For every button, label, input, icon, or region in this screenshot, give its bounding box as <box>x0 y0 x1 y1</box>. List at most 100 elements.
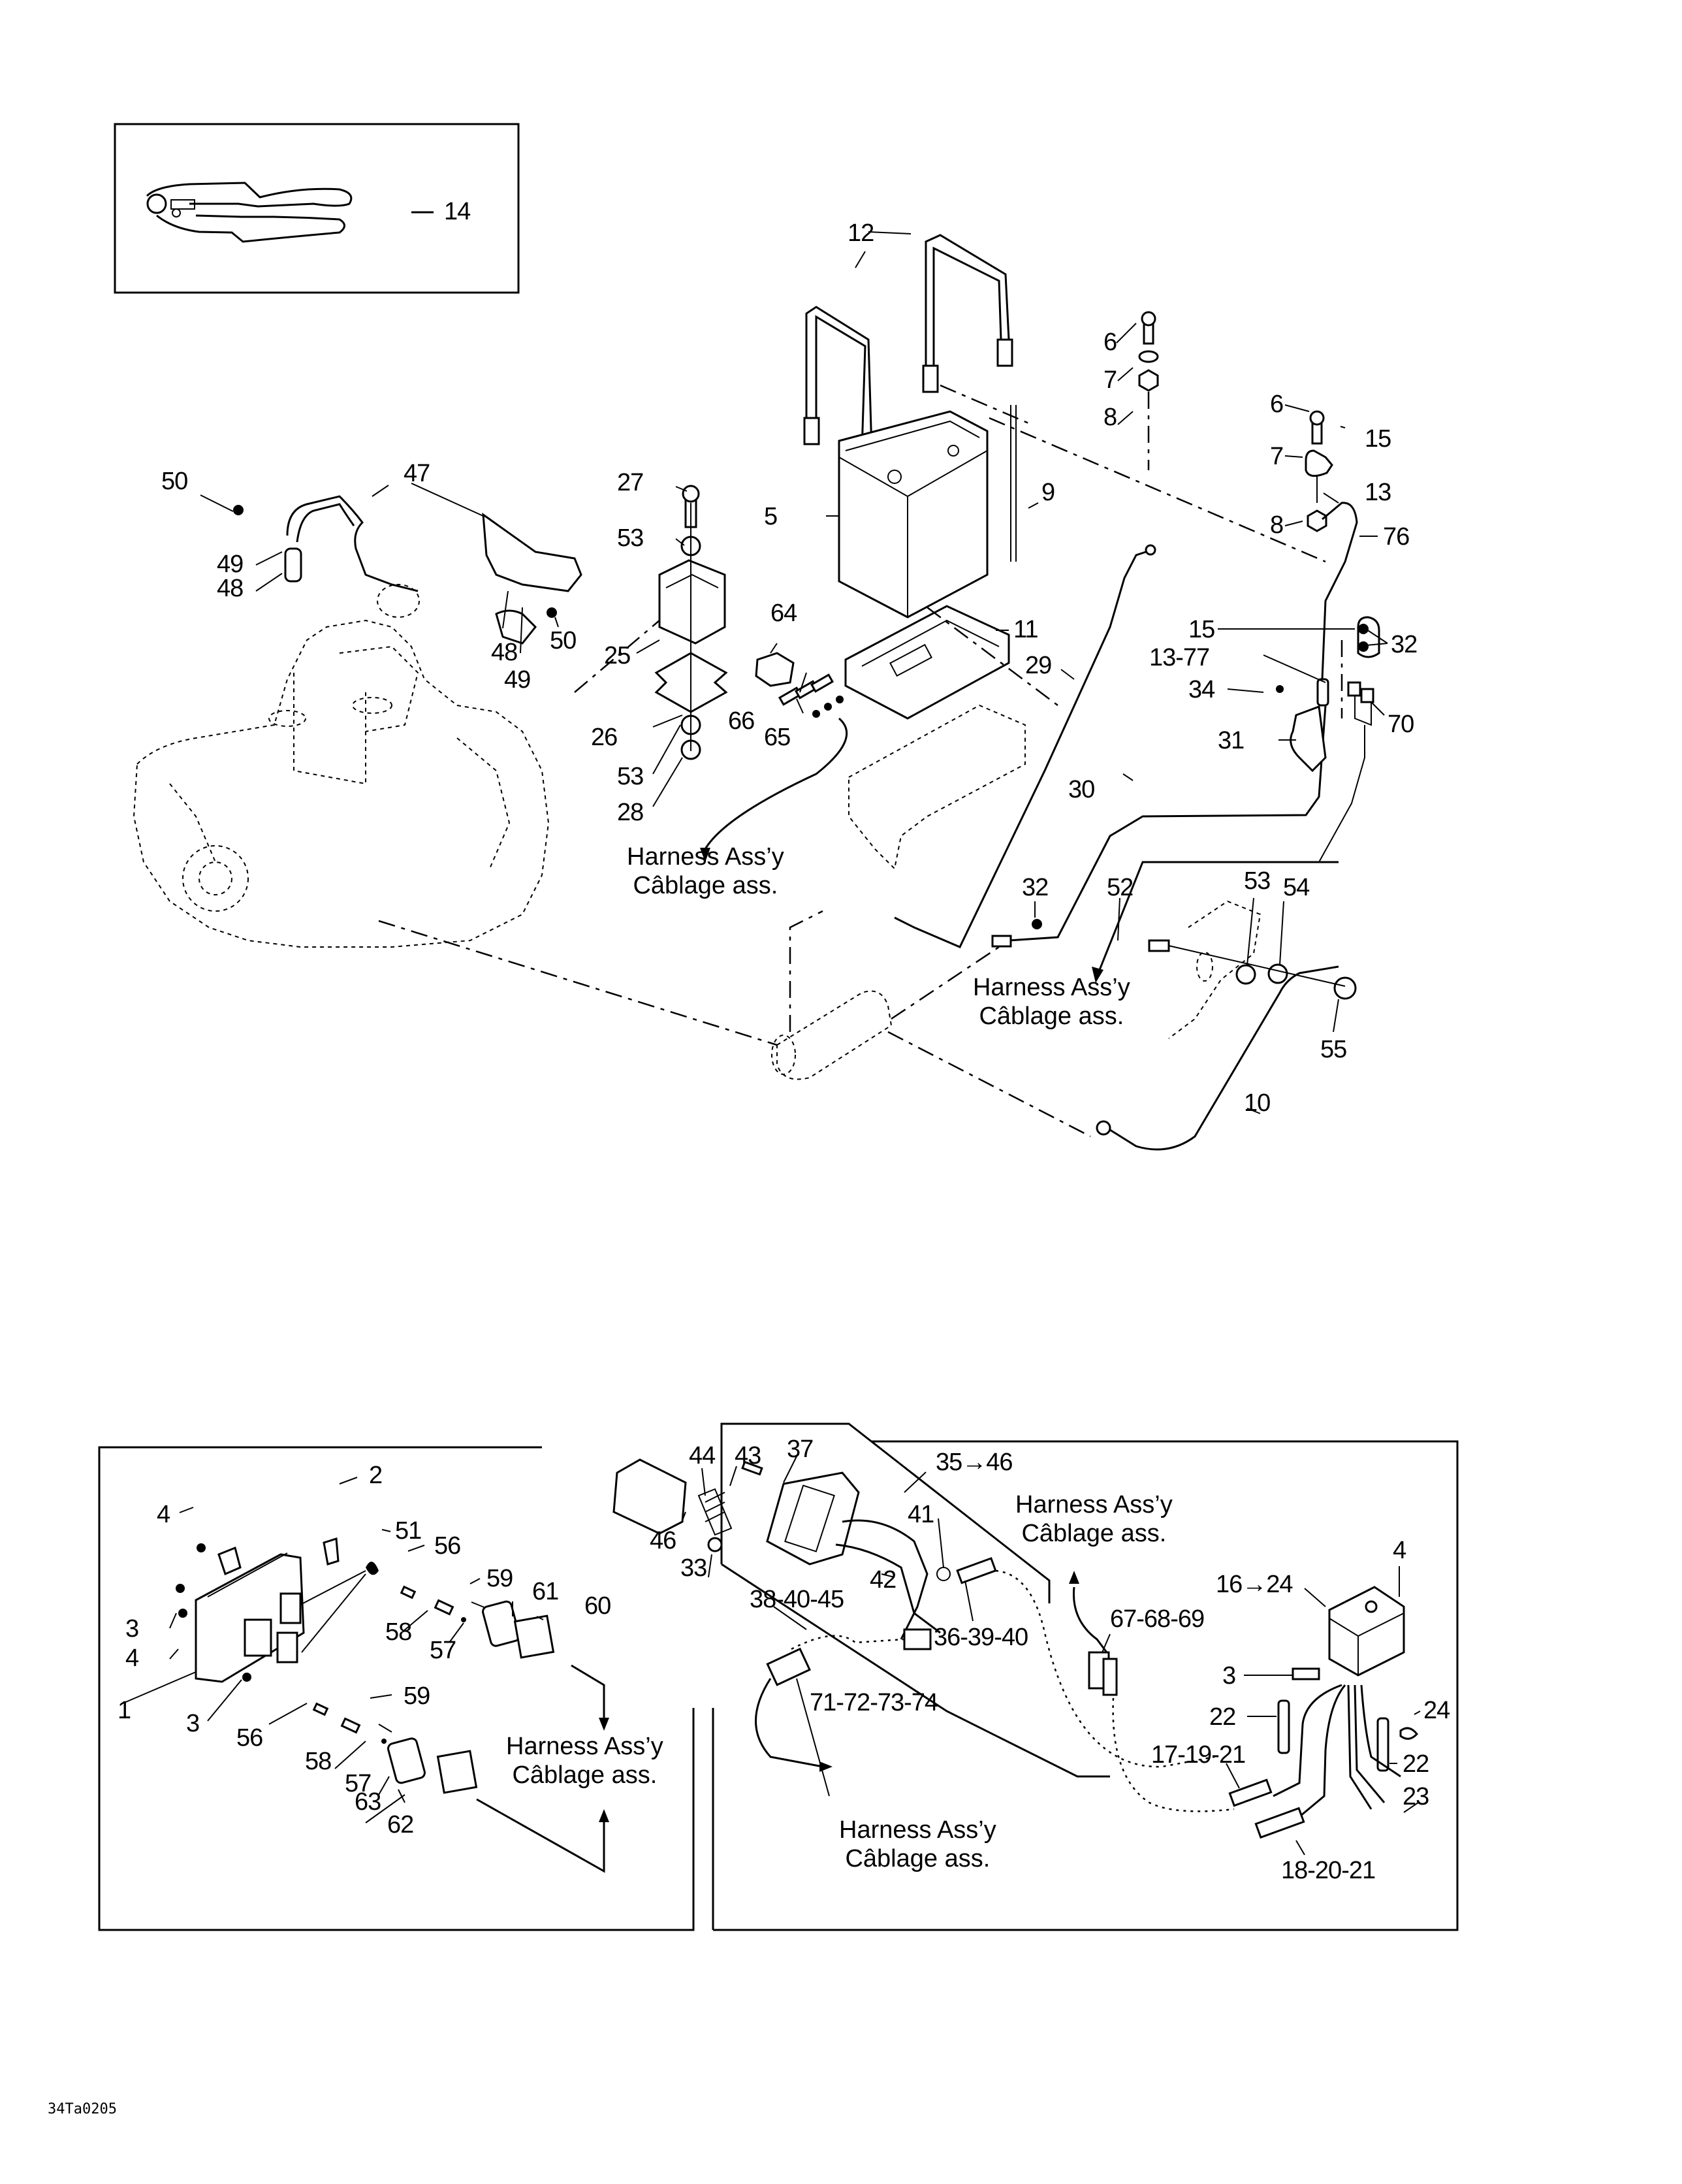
callout-37: 37 <box>787 1436 814 1463</box>
callout-44: 44 <box>689 1442 716 1469</box>
callout-57a: 57 <box>430 1637 456 1664</box>
callout-25: 25 <box>604 642 631 669</box>
callout-36-39-40: 36-39-40 <box>934 1624 1028 1651</box>
ground-cable-10 <box>1110 967 1339 1149</box>
callout-16-24: 16→24 <box>1216 1571 1293 1598</box>
harness-note-line2: Câblage ass. <box>1021 1520 1167 1547</box>
callout-35-46: 35→46 <box>936 1449 1013 1476</box>
callout-53c: 53 <box>1244 867 1271 895</box>
callout-15b: 15 <box>1188 616 1215 643</box>
callout-4a: 4 <box>157 1501 170 1528</box>
fastener-stack-a <box>1139 312 1158 470</box>
connector-64-group <box>700 653 847 862</box>
callout-54: 54 <box>1283 874 1310 901</box>
callout-55: 55 <box>1320 1036 1347 1063</box>
callout-22b: 22 <box>1403 1750 1429 1778</box>
callout-6b: 6 <box>1270 391 1284 418</box>
harness-note-top-left: Harness Ass’y Câblage ass. <box>627 843 784 900</box>
harness-note-line2: Câblage ass. <box>633 872 778 899</box>
battery-tray <box>846 606 1009 718</box>
callout-46: 46 <box>650 1527 676 1554</box>
tool-inset-frame <box>115 124 518 293</box>
callout-56a: 56 <box>434 1532 461 1560</box>
callout-18-20-21: 18-20-21 <box>1281 1857 1376 1884</box>
callout-4: 4 <box>1393 1537 1406 1564</box>
callout-50b: 50 <box>550 627 577 654</box>
harness-note-line1: Harness Ass’y <box>506 1733 663 1760</box>
harness-note-line1: Harness Ass’y <box>1015 1491 1173 1518</box>
callout-17-19-21: 17-19-21 <box>1151 1741 1246 1769</box>
leader-lines <box>123 232 1420 1855</box>
callout-63: 63 <box>355 1788 381 1816</box>
callout-65: 65 <box>764 724 791 751</box>
cable-29 <box>895 552 1146 947</box>
callout-51: 51 <box>395 1517 422 1545</box>
callout-67-68-69: 67-68-69 <box>1110 1605 1205 1633</box>
regulator-group <box>614 1460 996 1772</box>
callout-38-40-45: 38-40-45 <box>750 1586 844 1613</box>
tool-inset <box>115 124 518 293</box>
callout-13-77: 13-77 <box>1149 644 1210 671</box>
ignition-coil-assembly <box>575 486 726 759</box>
cdi-module-group <box>996 1571 1417 1837</box>
callout-24: 24 <box>1423 1697 1450 1724</box>
callout-8b: 8 <box>1270 511 1284 539</box>
ignition-wires <box>233 496 581 643</box>
connector-62-group <box>314 1704 477 1793</box>
callout-49a: 49 <box>217 551 244 578</box>
callout-7b: 7 <box>1270 443 1284 470</box>
callout-5: 5 <box>764 503 778 530</box>
callout-53b: 53 <box>617 763 644 790</box>
harness-note-bottom-right-lower: Harness Ass’y Câblage ass. <box>839 1816 996 1873</box>
callout-23: 23 <box>1403 1783 1429 1810</box>
callout-12: 12 <box>848 219 874 247</box>
harness-note-line2: Câblage ass. <box>979 1003 1124 1030</box>
terminal-cap-15a <box>1306 451 1332 476</box>
callout-29: 29 <box>1025 652 1052 679</box>
harness-note-line1: Harness Ass’y <box>973 974 1130 1001</box>
engine-phantom <box>134 585 548 947</box>
callout-9: 9 <box>1041 479 1055 506</box>
harness-note-line2: Câblage ass. <box>845 1845 991 1872</box>
callout-11: 11 <box>1013 616 1038 643</box>
callout-49b: 49 <box>504 666 531 694</box>
callout-50a: 50 <box>161 468 188 495</box>
callout-14: 14 <box>444 198 471 225</box>
callout-58a: 58 <box>385 1618 412 1646</box>
callout-26: 26 <box>591 724 618 751</box>
frame-bottom-left <box>99 1447 693 1930</box>
callout-48b: 48 <box>491 639 518 666</box>
callout-1: 1 <box>118 1697 131 1724</box>
callout-34: 34 <box>1188 676 1215 703</box>
harness-note-bottom-right-top: Harness Ass’y Câblage ass. <box>1015 1490 1173 1548</box>
callout-43: 43 <box>735 1442 761 1469</box>
frame-regulator-diamond <box>722 1424 1049 1603</box>
callout-33: 33 <box>680 1554 707 1582</box>
callout-28: 28 <box>617 799 644 826</box>
callout-59b: 59 <box>404 1682 430 1710</box>
callout-52: 52 <box>1107 874 1134 901</box>
callout-42: 42 <box>870 1566 897 1594</box>
battery <box>839 411 987 617</box>
callout-56b: 56 <box>236 1724 263 1752</box>
callout-58b: 58 <box>305 1748 332 1775</box>
cable-30 <box>1009 705 1325 940</box>
harness-note-bottom-left: Harness Ass’y Câblage ass. <box>506 1732 663 1790</box>
harness-note-line2: Câblage ass. <box>512 1761 658 1789</box>
callout-71-72-73-74: 71-72-73-74 <box>810 1689 938 1716</box>
callout-3: 3 <box>1222 1662 1236 1690</box>
callout-4b: 4 <box>125 1645 139 1672</box>
frame-regulator-lower <box>722 1564 1110 1776</box>
fuse-box-assembly <box>176 1539 379 1682</box>
callout-22a: 22 <box>1209 1703 1236 1731</box>
callout-3b: 3 <box>186 1710 200 1737</box>
callout-3a: 3 <box>125 1615 139 1643</box>
tray-support-phantom <box>849 705 1025 869</box>
callout-2: 2 <box>369 1462 383 1489</box>
callout-15a: 15 <box>1365 425 1391 453</box>
callout-27: 27 <box>617 469 644 496</box>
callout-61: 61 <box>532 1578 559 1605</box>
callout-57b: 57 <box>345 1770 372 1797</box>
callout-53a: 53 <box>617 524 644 552</box>
